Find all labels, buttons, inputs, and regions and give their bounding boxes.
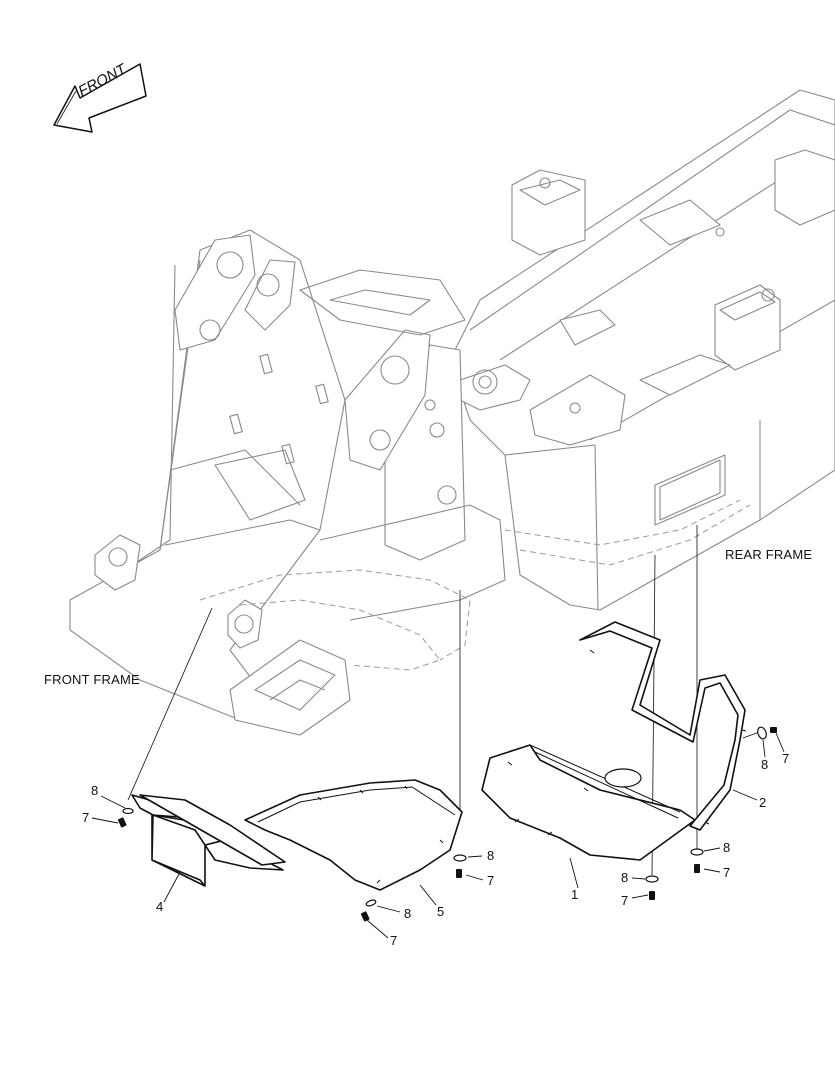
callout-5: 5 <box>437 904 445 919</box>
bolt-icon <box>456 869 462 878</box>
callout-8-bottom: 8 <box>404 906 412 921</box>
callout-8-part1: 8 <box>621 870 629 885</box>
callout-7-part1: 7 <box>621 893 629 908</box>
callout-8-part2: 8 <box>723 840 731 855</box>
callout-1: 1 <box>571 887 579 902</box>
front-arrow-icon <box>53 63 147 133</box>
bolt-icon <box>117 817 127 828</box>
callout-8-side: 8 <box>761 757 769 772</box>
callout-7-part2: 7 <box>723 865 731 880</box>
rear-frame-label: REAR FRAME <box>725 547 813 562</box>
callout-2: 2 <box>759 795 767 810</box>
callout-7-left: 7 <box>82 810 90 825</box>
callout-leaders <box>91 732 785 939</box>
washer-icon <box>122 807 134 815</box>
callout-7-bottom: 7 <box>390 933 398 948</box>
callout-8-left: 8 <box>91 783 99 798</box>
part-4-bracket <box>131 794 286 887</box>
callout-8-part5: 8 <box>487 848 495 863</box>
washer-icon <box>690 848 704 856</box>
part-5-guard-plate <box>244 779 463 891</box>
washer-icon <box>757 726 767 740</box>
washer-icon <box>645 875 659 883</box>
callout-4: 4 <box>156 899 164 914</box>
bolt-icon <box>770 727 777 733</box>
machine-frame <box>69 89 835 736</box>
front-frame-label: FRONT FRAME <box>44 672 140 687</box>
bolt-icon <box>360 911 370 922</box>
bolt-icon <box>694 864 700 873</box>
washer-icon <box>453 854 467 862</box>
callout-7-side: 7 <box>782 751 790 766</box>
callout-7-part5: 7 <box>487 873 495 888</box>
bolt-icon <box>649 891 655 900</box>
part-1-guard-plate <box>481 744 696 861</box>
part-2-guard-plate <box>579 621 747 831</box>
hardware <box>117 726 777 922</box>
washer-icon <box>365 899 377 907</box>
